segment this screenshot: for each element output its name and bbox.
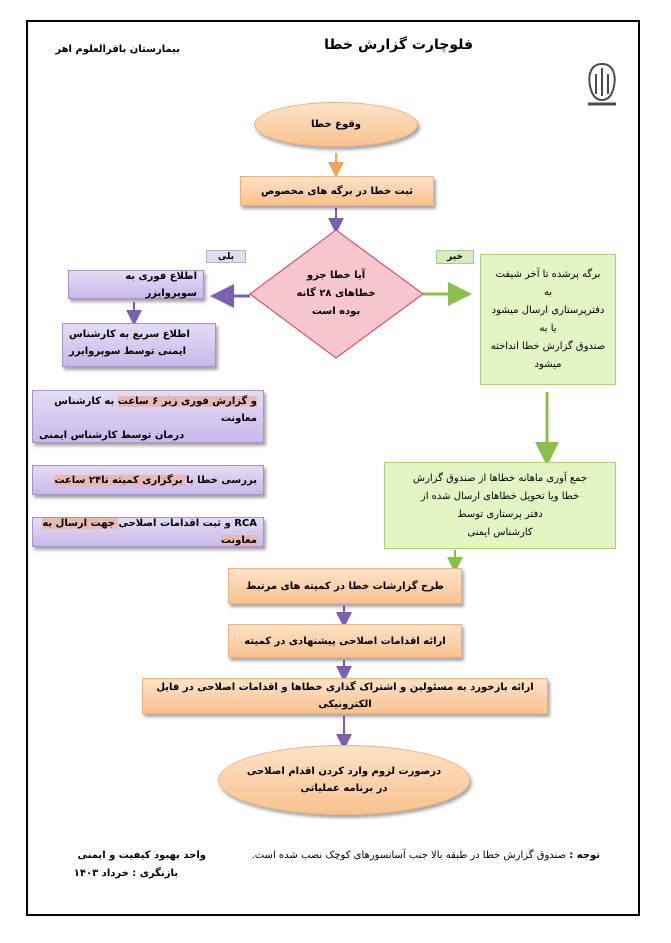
notify-supervisor-label: اطلاع فوری به سوپروایزر [125, 270, 197, 299]
monthly-line-2: خطا ویا تحویل خطاهای ارسال شده از [420, 490, 580, 502]
rca-box: RCA و ثبت اقدامات اصلاحی جهت ارسال به مع… [32, 517, 264, 547]
nursing-line-4: یا به [539, 322, 557, 334]
report-6h-line-2: درمان توسط کارشناس ایمنی [39, 430, 185, 441]
committee-label: طرح گزارشات خطا در کمیته های مرتبط [246, 580, 444, 592]
decision-diamond [249, 229, 424, 359]
review-24h-line: بررسی خطا با برگزاری کمیته تا۲۴ ساعت [54, 472, 257, 489]
committee-box: طرح گزارشات خطا در کمیته های مرتبط [228, 568, 462, 604]
decision-text: آیا خطا جزو خطاهای ۲۸ گانه بوده است [283, 262, 389, 326]
monthly-collection-box: جمع آوری ماهانه خطاها از صندوق گزارش خطا… [384, 462, 616, 549]
end-line-1: درصورت لزوم وارد کردن اقدام اصلاحی [246, 766, 442, 777]
start-label: وقوع خطا [310, 119, 362, 130]
hospital-name: بیمارستان باقرالعلوم اهر [55, 44, 180, 55]
feedback-box: ارائه بازخورد به مسئولین و اشتراک گذاری … [142, 678, 548, 714]
yes-label: بلی [217, 251, 235, 262]
yes-tag: بلی [206, 250, 246, 263]
footer-unit: واحد بهبود کیفیت و ایمنی [77, 850, 206, 861]
decision-line-3: بوده است [311, 306, 361, 317]
hospital-logo-icon [582, 60, 622, 110]
notify-safety-line-1: اطلاع سریع به کارشناس [69, 329, 190, 340]
report-6h-rest: به کارشناس معاونت [54, 396, 257, 424]
monthly-line-3: دفتر پرستاری توسط [457, 508, 543, 520]
footer-note-label: توجه : [569, 850, 600, 861]
decision-line-2: خطاهای ۲۸ گانه [296, 288, 376, 299]
nursing-line-6: میشود [534, 358, 562, 370]
no-tag: خیر [436, 250, 474, 264]
review-24h-pre: بررسی خطا با [186, 474, 257, 486]
monthly-line-1: جمع آوری ماهانه خطاها از صندوق گزارش [412, 472, 588, 484]
report-6h-line-1: و گزارش فوری زیر ۶ ساعت به کارشناس معاون… [39, 393, 257, 427]
report-6h-highlight: و گزارش فوری زیر ۶ ساعت [117, 396, 257, 407]
review-24h-highlight: برگزاری کمیته تا۲۴ ساعت [54, 474, 187, 486]
notify-safety-expert-box: اطلاع سریع به کارشناس ایمنی توسط سوپروای… [62, 323, 216, 367]
nursing-line-2: به [543, 286, 553, 298]
start-oval: وقوع خطا [254, 102, 418, 147]
nursing-line-3: دفترپرستاری ارسال میشود [491, 304, 605, 316]
register-error-box: ثبت خطا در برگه های مخصوص [240, 176, 434, 206]
feedback-label: ارائه بازخورد به مسئولین و اشتراک گذاری … [156, 682, 534, 710]
page-title: فلوچارت گزارش خطا [324, 37, 473, 53]
corrective-box: ارائه اقدامات اصلاحی پیشنهادی در کمیته [228, 624, 462, 658]
register-label: ثبت خطا در برگه های مخصوص [260, 185, 414, 197]
review-24h-box: بررسی خطا با برگزاری کمیته تا۲۴ ساعت [32, 465, 264, 495]
nursing-line-5: صندوق گزارش خطا انداخته [490, 340, 606, 352]
report-6h-box: و گزارش فوری زیر ۶ ساعت به کارشناس معاون… [32, 390, 264, 443]
footer-note: توجه : صندوق گزارش خطا در طبقه بالا جنب … [252, 850, 600, 861]
rca-line: RCA و ثبت اقدامات اصلاحی جهت ارسال به مع… [39, 515, 257, 549]
rca-pre: RCA و ثبت اقدامات اصلاحی [118, 518, 257, 529]
monthly-line-4: کارشناس ایمنی [467, 526, 533, 538]
decision-line-1: آیا خطا جزو [306, 270, 366, 281]
footer-revision: بازنگری : خرداد ۱۴۰۳ [73, 868, 178, 879]
notify-supervisor-box: اطلاع فوری به سوپروایزر [68, 270, 204, 299]
nursing-line-1: برگه پرشده تا آخر شیفت [495, 268, 601, 280]
page-frame [26, 20, 640, 916]
end-oval: درصورت لزوم وارد کردن اقدام اصلاحی در بر… [218, 745, 470, 815]
corrective-label: ارائه اقدامات اصلاحی پیشنهادی در کمیته [244, 635, 446, 647]
no-label: خیر [447, 252, 463, 262]
notify-safety-line-2: ایمنی توسط سوپروایزر [69, 346, 187, 357]
nursing-office-box: برگه پرشده تا آخر شیفت به دفترپرستاری ار… [480, 254, 616, 385]
footer-note-text: صندوق گزارش خطا در طبقه بالا جنب آسانسور… [251, 850, 570, 861]
end-line-2: در برنامه عملیاتی [300, 783, 388, 794]
